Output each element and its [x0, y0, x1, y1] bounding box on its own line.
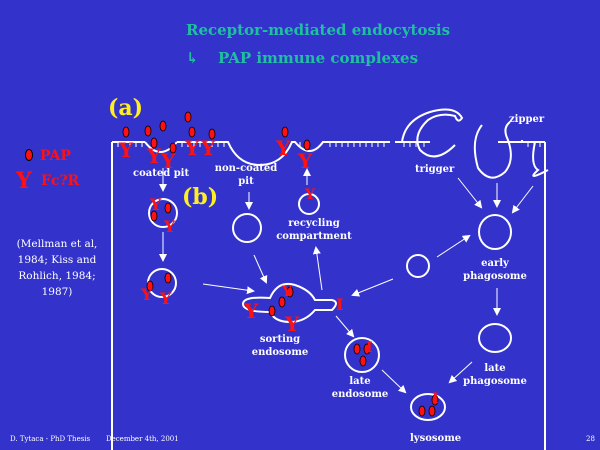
receptor-legend-label: Fc?R [41, 173, 80, 189]
non-coated-vesicle [232, 213, 262, 243]
label-coated-pit: coated pit [133, 168, 190, 179]
late-endosome [344, 337, 380, 373]
svg-text:Y: Y [118, 138, 134, 162]
label-line: late [484, 363, 506, 374]
svg-text:I: I [366, 340, 373, 356]
slide-subtitle: PAP immune complexes [218, 49, 419, 67]
arrow-late-endosome-to-lysosome [381, 369, 407, 394]
label-line: endosome [331, 389, 389, 400]
label-sorting-endosome: sorting endosome [250, 333, 310, 359]
svg-text:Y: Y [163, 217, 176, 236]
pap-legend-label: PAP [40, 148, 71, 164]
label-zipper: zipper [509, 114, 545, 125]
arrow-sorting-to-late-endosome [335, 315, 355, 338]
arrow-trigger-to-early-phagosome [457, 177, 483, 209]
arrow-small-vesicle-to-early-phagosome [436, 234, 471, 258]
label-late-phagosome: late phagosome [460, 362, 530, 388]
citation-line: 1987) [41, 286, 73, 298]
early-phagosome [478, 214, 512, 250]
svg-text:Y: Y [243, 299, 259, 323]
svg-text:Y: Y [140, 285, 153, 304]
slide-title: Receptor-mediated endocytosis [186, 21, 451, 39]
svg-text:Y: Y [159, 289, 172, 308]
svg-text:Y: Y [184, 136, 200, 160]
label-line: endosome [251, 347, 309, 358]
svg-text:Y: Y [200, 136, 216, 160]
svg-text:Y: Y [304, 187, 316, 203]
label-trigger: trigger [415, 164, 455, 175]
arrow-zipper-to-early-phagosome [511, 185, 534, 214]
zipper-cup [473, 121, 512, 179]
arrow-late-phagosome-to-lysosome [448, 361, 473, 384]
svg-text:Y: Y [275, 136, 291, 160]
label-line: early [481, 258, 509, 269]
arrow-vesicle-to-sorting [253, 254, 268, 284]
citation-line: (Mellman et al, [16, 238, 98, 250]
svg-text:Y: Y [146, 144, 162, 168]
pap-particles [122, 111, 439, 417]
coated-vesicle-1 [148, 198, 178, 228]
arrow-coated-to-sorting [202, 283, 255, 295]
label-line: recycling [288, 218, 340, 229]
svg-text:Y: Y [281, 284, 293, 300]
slide-subtitle-arrow: ↳ [186, 49, 199, 67]
citation-line: Rohlich, 1984; [18, 270, 96, 282]
receptor-legend-icon: Y [16, 168, 32, 194]
lysosome [410, 393, 446, 421]
svg-text:I: I [336, 295, 343, 314]
arrow-small-vesicle-to-sorting [351, 278, 394, 297]
label-line: phagosome [463, 271, 527, 282]
citation: (Mellman et al, 1984; Kiss and Rohlich, … [2, 236, 112, 300]
label-recycling-compartment: recycling compartment [274, 217, 354, 243]
label-lysosome: lysosome [410, 433, 462, 444]
small-vesicle [406, 254, 430, 278]
svg-text:Y: Y [284, 312, 300, 336]
svg-text:Y: Y [160, 149, 176, 173]
pap-legend-icon [25, 149, 33, 161]
citation-line: 1984; Kiss and [17, 254, 97, 266]
membrane-ticks [117, 142, 541, 147]
recycling-compartment [298, 193, 320, 215]
label-line: phagosome [463, 376, 527, 387]
panel-label-b: (b) [182, 184, 219, 210]
footer-author: D. Tytaca - PhD Thesis [10, 435, 91, 443]
label-line: non-coated [214, 163, 278, 174]
label-line: pit [238, 176, 254, 187]
footer-date: December 4th, 2001 [106, 435, 179, 443]
late-phagosome [478, 323, 512, 353]
panel-label-a: (a) [108, 95, 144, 121]
label-early-phagosome: early phagosome [460, 257, 530, 283]
label-line: sorting [259, 334, 301, 345]
svg-text:I: I [432, 391, 439, 407]
label-non-coated-pit: non-coated pit [214, 162, 278, 188]
footer-page-number: 28 [586, 435, 595, 443]
svg-text:Y: Y [149, 195, 162, 214]
arrow-sorting-to-recycling [312, 246, 323, 291]
label-line: compartment [276, 231, 352, 242]
svg-text:Y: Y [297, 149, 313, 173]
label-line: late [349, 376, 371, 387]
trigger-ruffle [401, 108, 464, 158]
label-late-endosome: late endosome [330, 375, 390, 401]
